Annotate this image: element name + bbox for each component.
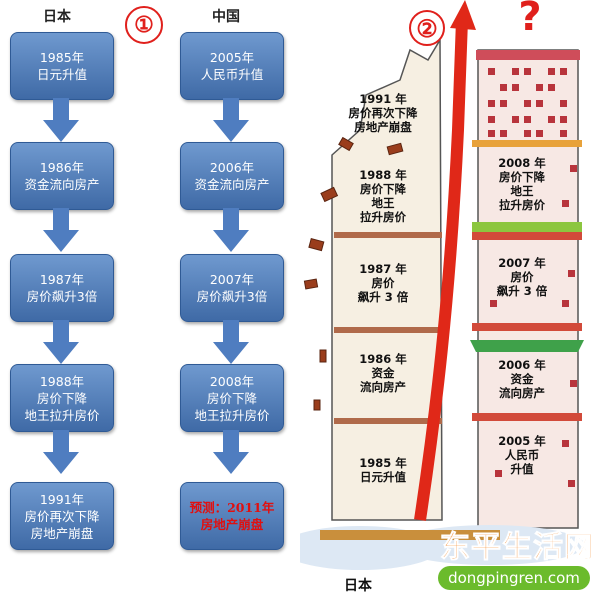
- watermark-site-name: 东平生活网: [440, 530, 595, 566]
- rising-arrow: [414, 0, 476, 521]
- japan-step-4-line-1: 1988年: [39, 373, 85, 389]
- japan-building: [331, 37, 443, 521]
- ground-clouds: [300, 525, 585, 570]
- china-step-4-line-1: 2008年: [209, 373, 255, 389]
- japan-step-4-line-3: 地王拉升房价: [24, 407, 100, 423]
- japan-step-1: 1985年日元升值: [10, 32, 114, 100]
- china-step-3-line-1: 2007年: [209, 272, 255, 287]
- japan-step-1-line-2: 日元升值: [36, 67, 87, 82]
- left-floors-label-1: 1991 年房价再次下降房地产崩盘: [338, 92, 428, 134]
- left-floors-label-5-line-1: 1985 年: [359, 456, 407, 470]
- japan-step-4: 1988年房价下降地王拉升房价: [10, 364, 114, 432]
- japan-step-2-line-1: 1986年: [39, 160, 85, 175]
- left-floors-label-4-line-2: 资金: [371, 366, 395, 380]
- china-step-5: 预测：2011年房地产崩盘: [180, 482, 284, 550]
- left-floors-label-5-line-2: 日元升值: [360, 470, 406, 484]
- right-floors-label-2-line-3: 飙升 3 倍: [496, 284, 548, 298]
- right-floors-label-3-line-3: 流向房产: [499, 386, 545, 400]
- china-step-1: 2005年人民币升值: [180, 32, 284, 100]
- left-floors-label-2-line-4: 拉升房价: [360, 210, 406, 224]
- china-step-2: 2006年资金流向房产: [180, 142, 284, 210]
- japan-step-5-line-2: 房价再次下降: [24, 508, 100, 524]
- china-step-3: 2007年房价飙升3倍: [180, 254, 284, 322]
- china-step-2-line-1: 2006年: [209, 160, 255, 175]
- left-floors-label-2-line-3: 地王: [371, 196, 395, 210]
- china-column-title: 中国: [212, 9, 240, 25]
- right-floors-label-4-line-3: 升值: [510, 462, 534, 476]
- china-down-arrow-icon: [213, 208, 249, 252]
- japan-step-3: 1987年房价飙升3倍: [10, 254, 114, 322]
- china-down-arrow-icon: [213, 320, 249, 364]
- japan-column-title: 日本: [43, 9, 71, 25]
- right-floors-label-4-line-2: 人民币: [504, 448, 540, 462]
- japan-step-5-line-1: 1991年: [39, 491, 85, 507]
- japan-step-3-line-1: 1987年: [39, 272, 85, 287]
- left-floors-label-3-line-1: 1987 年: [359, 262, 407, 276]
- left-floors-label-5: 1985 年日元升值: [338, 456, 428, 484]
- china-step-1-line-2: 人民币升值: [200, 67, 264, 82]
- left-floors-label-2-line-2: 房价下降: [360, 182, 406, 196]
- building-windows: [488, 68, 577, 487]
- right-floors-label-4: 2005 年人民币升值: [482, 434, 562, 476]
- china-step-5-line-2: 房地产崩盘: [200, 517, 264, 532]
- question-mark-sign: ?: [500, 0, 560, 40]
- left-floors-label-1-line-1: 1991 年: [359, 92, 407, 106]
- china-building: [470, 49, 584, 529]
- left-floors-label-1-line-3: 房地产崩盘: [354, 120, 412, 134]
- buildings-cartoon: ? ②: [300, 0, 600, 600]
- left-floors-label-3-line-3: 飙升 3 倍: [357, 290, 409, 304]
- china-step-1-line-1: 2005年: [209, 50, 255, 65]
- china-step-3-line-2: 房价飙升3倍: [196, 289, 268, 304]
- right-floors-label-1: 2008 年房价下降地王拉升房价: [482, 156, 562, 212]
- right-floors-label-1-line-4: 拉升房价: [499, 198, 545, 212]
- china-step-2-line-2: 资金流向房产: [194, 177, 270, 192]
- china-down-arrow-icon: [213, 430, 249, 474]
- panel-number-2: ②: [416, 14, 438, 43]
- panel-number-1: ①: [125, 6, 163, 44]
- falling-bricks: [303, 136, 404, 411]
- japan-step-3-line-2: 房价飙升3倍: [26, 289, 98, 304]
- japan-down-arrow-icon: [43, 320, 79, 364]
- right-floors-label-2-line-2: 房价: [510, 270, 534, 284]
- right-floors-label-3-line-2: 资金: [510, 372, 534, 386]
- left-floors-label-2: 1988 年房价下降地王拉升房价: [338, 168, 428, 224]
- left-floors-label-3: 1987 年房价飙升 3 倍: [338, 262, 428, 304]
- left-floors-label-1-line-2: 房价再次下降: [348, 106, 418, 120]
- japan-down-arrow-icon: [43, 430, 79, 474]
- left-floors-label-3-line-2: 房价: [371, 276, 395, 290]
- left-floors-label-4: 1986 年资金流向房产: [338, 352, 428, 394]
- japan-step-5-line-3: 房地产崩盘: [30, 525, 94, 541]
- right-floors-label-3: 2006 年资金流向房产: [482, 358, 562, 400]
- japan-step-5: 1991年房价再次下降房地产崩盘: [10, 482, 114, 550]
- japan-ground-label: 日本: [344, 578, 372, 594]
- china-step-4-line-2: 房价下降: [206, 390, 257, 406]
- right-floors-label-1-line-2: 房价下降: [499, 170, 545, 184]
- right-floors-label-1-line-1: 2008 年: [498, 156, 546, 170]
- japan-step-4-line-2: 房价下降: [36, 390, 87, 406]
- china-down-arrow-icon: [213, 98, 249, 142]
- china-step-4: 2008年房价下降地王拉升房价: [180, 364, 284, 432]
- right-floors-label-1-line-3: 地王: [510, 184, 534, 198]
- japan-step-2: 1986年资金流向房产: [10, 142, 114, 210]
- left-floors-label-4-line-1: 1986 年: [359, 352, 407, 366]
- question-mark: ?: [518, 0, 541, 40]
- left-floors-label-2-line-1: 1988 年: [359, 168, 407, 182]
- japan-step-1-line-1: 1985年: [39, 50, 85, 65]
- watermark-url: dongpingren.com: [438, 566, 590, 590]
- left-floors-label-4-line-3: 流向房产: [360, 380, 406, 394]
- japan-step-2-line-2: 资金流向房产: [24, 177, 100, 192]
- right-floors-label-2: 2007 年房价飙升 3 倍: [482, 256, 562, 298]
- japan-down-arrow-icon: [43, 208, 79, 252]
- china-step-5-line-1: 预测：2011年: [189, 500, 275, 515]
- right-floors-label-4-line-1: 2005 年: [498, 434, 546, 448]
- right-floors-label-2-line-1: 2007 年: [498, 256, 546, 270]
- right-floors-label-3-line-1: 2006 年: [498, 358, 546, 372]
- china-step-4-line-3: 地王拉升房价: [194, 407, 270, 423]
- japan-down-arrow-icon: [43, 98, 79, 142]
